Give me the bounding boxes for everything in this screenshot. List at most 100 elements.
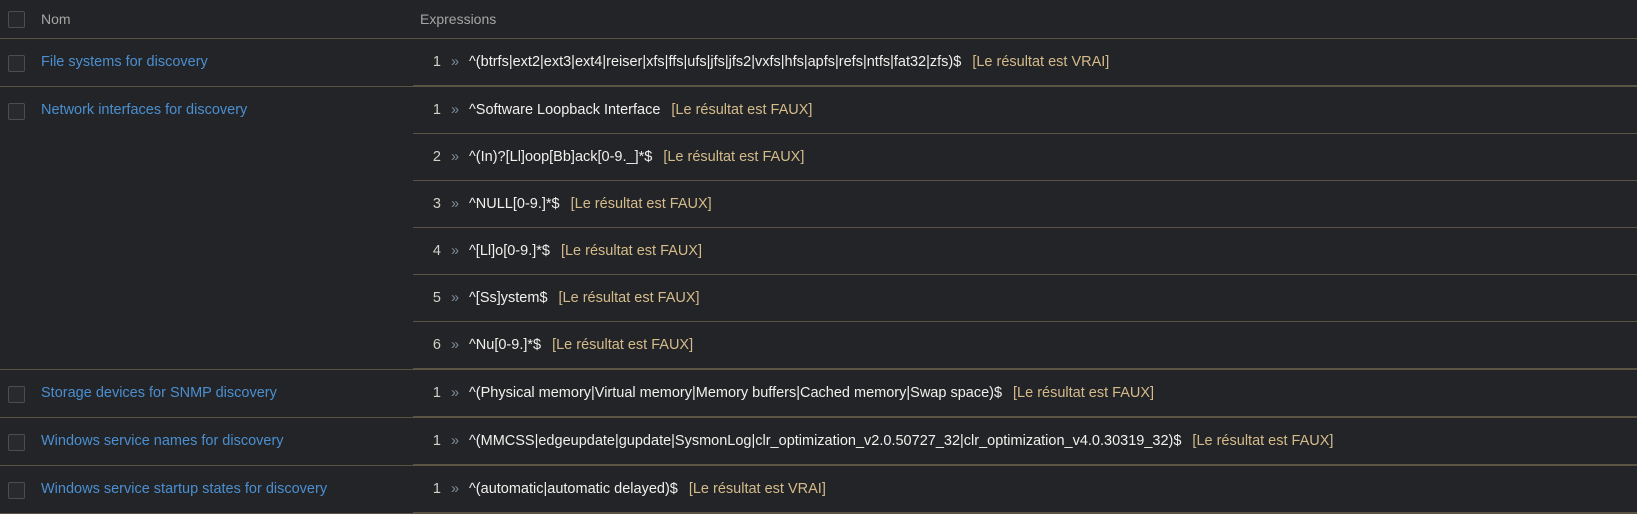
regexp-name-link[interactable]: Windows service names for discovery (41, 432, 284, 449)
row-name-cell: File systems for discovery (36, 38, 413, 86)
expression-pattern: ^Software Loopback Interface (469, 101, 661, 118)
regexp-name-link[interactable]: File systems for discovery (41, 53, 208, 70)
select-all-checkbox[interactable] (8, 10, 25, 28)
row-expressions-cell: 1 » ^(btrfs|ext2|ext3|ext4|reiser|xfs|ffs|… (413, 38, 1637, 86)
expression-pattern: ^[Ll]o[0-9.]*$ (469, 242, 550, 259)
row-name-cell: Network interfaces for discovery (36, 86, 413, 369)
expression-pattern: ^(automatic|automatic delayed)$ (469, 480, 678, 497)
expression-pattern: ^[Ss]ystem$ (469, 289, 548, 306)
expression-text-cell: ^(Physical memory|Virtual memory|Memory … (469, 370, 1637, 417)
expression-text-cell: ^NULL[0-9.]*$ [Le résultat est FAUX] (469, 180, 1637, 227)
row-select-cell (0, 38, 36, 86)
expression-result: [Le résultat est FAUX] (570, 195, 712, 212)
row-checkbox[interactable] (8, 433, 25, 451)
expression-text-cell: ^(In)?[Ll]oop[Bb]ack[0-9._]*$ [Le résulta… (469, 133, 1637, 180)
table-header: Nom Expressions (0, 0, 1637, 39)
table-row: Windows service names for discovery 1 » ^(M… (0, 417, 1637, 465)
expression-row: 3 » ^NULL[0-9.]*$ [Le résultat est FAUX] (413, 180, 1637, 227)
column-header-expressions[interactable]: Expressions (413, 0, 1637, 39)
expression-index: 1 (432, 384, 441, 401)
double-chevron-icon: » (450, 384, 460, 401)
double-chevron-icon: » (450, 432, 460, 449)
expression-result: [Le résultat est FAUX] (663, 148, 805, 165)
expression-pattern: ^(btrfs|ext2|ext3|ext4|reiser|xfs|ffs|uf… (469, 53, 962, 70)
expression-text-cell: ^[Ss]ystem$ [Le résultat est FAUX] (469, 274, 1637, 321)
row-name-cell: Storage devices for SNMP discovery (36, 369, 413, 417)
expression-index: 1 (432, 53, 441, 70)
expression-result: [Le résultat est VRAI] (688, 480, 826, 497)
expression-list: 1 » ^Software Loopback Interface [Le résult… (413, 86, 1637, 369)
double-chevron-icon: » (450, 336, 460, 353)
row-select-cell (0, 417, 36, 465)
double-chevron-icon: » (450, 195, 460, 212)
expression-index: 2 (432, 148, 441, 165)
expression-row: 1 » ^(MMCSS|edgeupdate|gupdate|SysmonLog|c… (413, 417, 1637, 465)
table-body: File systems for discovery 1 » ^(btrfs|ext2… (0, 38, 1637, 513)
double-chevron-icon: » (450, 53, 460, 70)
expression-index: 1 (432, 480, 441, 497)
expression-result: [Le résultat est FAUX] (558, 289, 700, 306)
expression-text-cell: ^Software Loopback Interface [Le résultat… (469, 87, 1637, 134)
double-chevron-icon: » (450, 242, 460, 259)
expression-result: [Le résultat est FAUX] (1013, 384, 1155, 401)
expression-pattern: ^NULL[0-9.]*$ (469, 195, 560, 212)
row-select-cell (0, 369, 36, 417)
expression-result: [Le résultat est FAUX] (560, 242, 703, 259)
row-name-cell: Windows service startup states for disco… (36, 465, 413, 513)
double-chevron-icon: » (450, 148, 460, 165)
expression-list: 1 » ^(Physical memory|Virtual memory|Memor… (413, 369, 1637, 417)
expression-text-cell: ^(MMCSS|edgeupdate|gupdate|SysmonLog|clr… (469, 418, 1637, 465)
row-checkbox[interactable] (8, 385, 25, 403)
row-checkbox[interactable] (8, 481, 25, 499)
table-row: Windows service startup states for disco… (0, 465, 1637, 513)
row-select-cell (0, 86, 36, 369)
expression-row: 6 » ^Nu[0-9.]*$ [Le résultat est FAUX] (413, 321, 1637, 368)
table-row: Network interfaces for discovery 1 » ^Softw… (0, 86, 1637, 369)
regexp-name-link[interactable]: Windows service startup states for disco… (41, 480, 328, 497)
row-expressions-cell: 1 » ^Software Loopback Interface [Le résult… (413, 86, 1637, 369)
expression-index: 3 (432, 195, 441, 212)
expression-row: 1 » ^Software Loopback Interface [Le résult… (413, 86, 1637, 134)
row-name-cell: Windows service names for discovery (36, 417, 413, 465)
expression-index: 6 (432, 336, 441, 353)
expression-index: 1 (432, 432, 441, 449)
regexp-name-link[interactable]: Network interfaces for discovery (41, 101, 248, 118)
regexp-name-link[interactable]: Storage devices for SNMP discovery (41, 384, 277, 401)
expression-pattern: ^Nu[0-9.]*$ (469, 336, 542, 353)
row-expressions-cell: 1 » ^(automatic|automatic delayed)$ [Le rés… (413, 465, 1637, 513)
row-select-cell (0, 465, 36, 513)
row-checkbox[interactable] (8, 102, 25, 120)
expression-pattern: ^(Physical memory|Virtual memory|Memory … (469, 384, 1003, 401)
expression-text-cell: ^[Ll]o[0-9.]*$ [Le résultat est FAUX] (469, 227, 1637, 274)
double-chevron-icon: » (450, 480, 460, 497)
expression-index: 5 (432, 289, 441, 306)
expression-result: [Le résultat est FAUX] (671, 101, 813, 118)
row-checkbox[interactable] (8, 54, 25, 72)
select-all-header-cell (0, 0, 36, 39)
double-chevron-icon: » (450, 101, 460, 118)
expression-list: 1 » ^(automatic|automatic delayed)$ [Le rés… (413, 465, 1637, 513)
expression-text-cell: ^Nu[0-9.]*$ [Le résultat est FAUX] (469, 321, 1637, 368)
expression-index: 4 (432, 242, 441, 259)
table-row: Storage devices for SNMP discovery 1 » ^(Ph… (0, 369, 1637, 417)
expression-text-cell: ^(automatic|automatic delayed)$ [Le résul… (469, 466, 1637, 513)
expression-pattern: ^(In)?[Ll]oop[Bb]ack[0-9._]*$ (469, 148, 653, 165)
expression-list: 1 » ^(btrfs|ext2|ext3|ext4|reiser|xfs|ffs|… (413, 38, 1637, 86)
expression-result: [Le résultat est VRAI] (972, 53, 1110, 70)
expression-pattern: ^(MMCSS|edgeupdate|gupdate|SysmonLog|clr… (469, 432, 1182, 449)
column-header-name[interactable]: Nom (36, 0, 413, 39)
expression-text-cell: ^(btrfs|ext2|ext3|ext4|reiser|xfs|ffs|uf… (469, 39, 1637, 86)
expression-result: [Le résultat est FAUX] (1192, 432, 1334, 449)
row-expressions-cell: 1 » ^(MMCSS|edgeupdate|gupdate|SysmonLog|c… (413, 417, 1637, 465)
double-chevron-icon: » (450, 289, 460, 306)
expression-index: 1 (432, 101, 441, 118)
row-expressions-cell: 1 » ^(Physical memory|Virtual memory|Memor… (413, 369, 1637, 417)
expression-row: 1 » ^(btrfs|ext2|ext3|ext4|reiser|xfs|ffs|… (413, 38, 1637, 86)
expression-row: 4 » ^[Ll]o[0-9.]*$ [Le résultat est FAUX] (413, 227, 1637, 274)
expression-row: 5 » ^[Ss]ystem$ [Le résultat est FAUX] (413, 274, 1637, 321)
expression-result: [Le résultat est FAUX] (552, 336, 694, 353)
expression-row: 1 » ^(automatic|automatic delayed)$ [Le rés… (413, 465, 1637, 513)
expression-row: 1 » ^(Physical memory|Virtual memory|Memor… (413, 369, 1637, 417)
table-header-row: Nom Expressions (0, 0, 1637, 39)
